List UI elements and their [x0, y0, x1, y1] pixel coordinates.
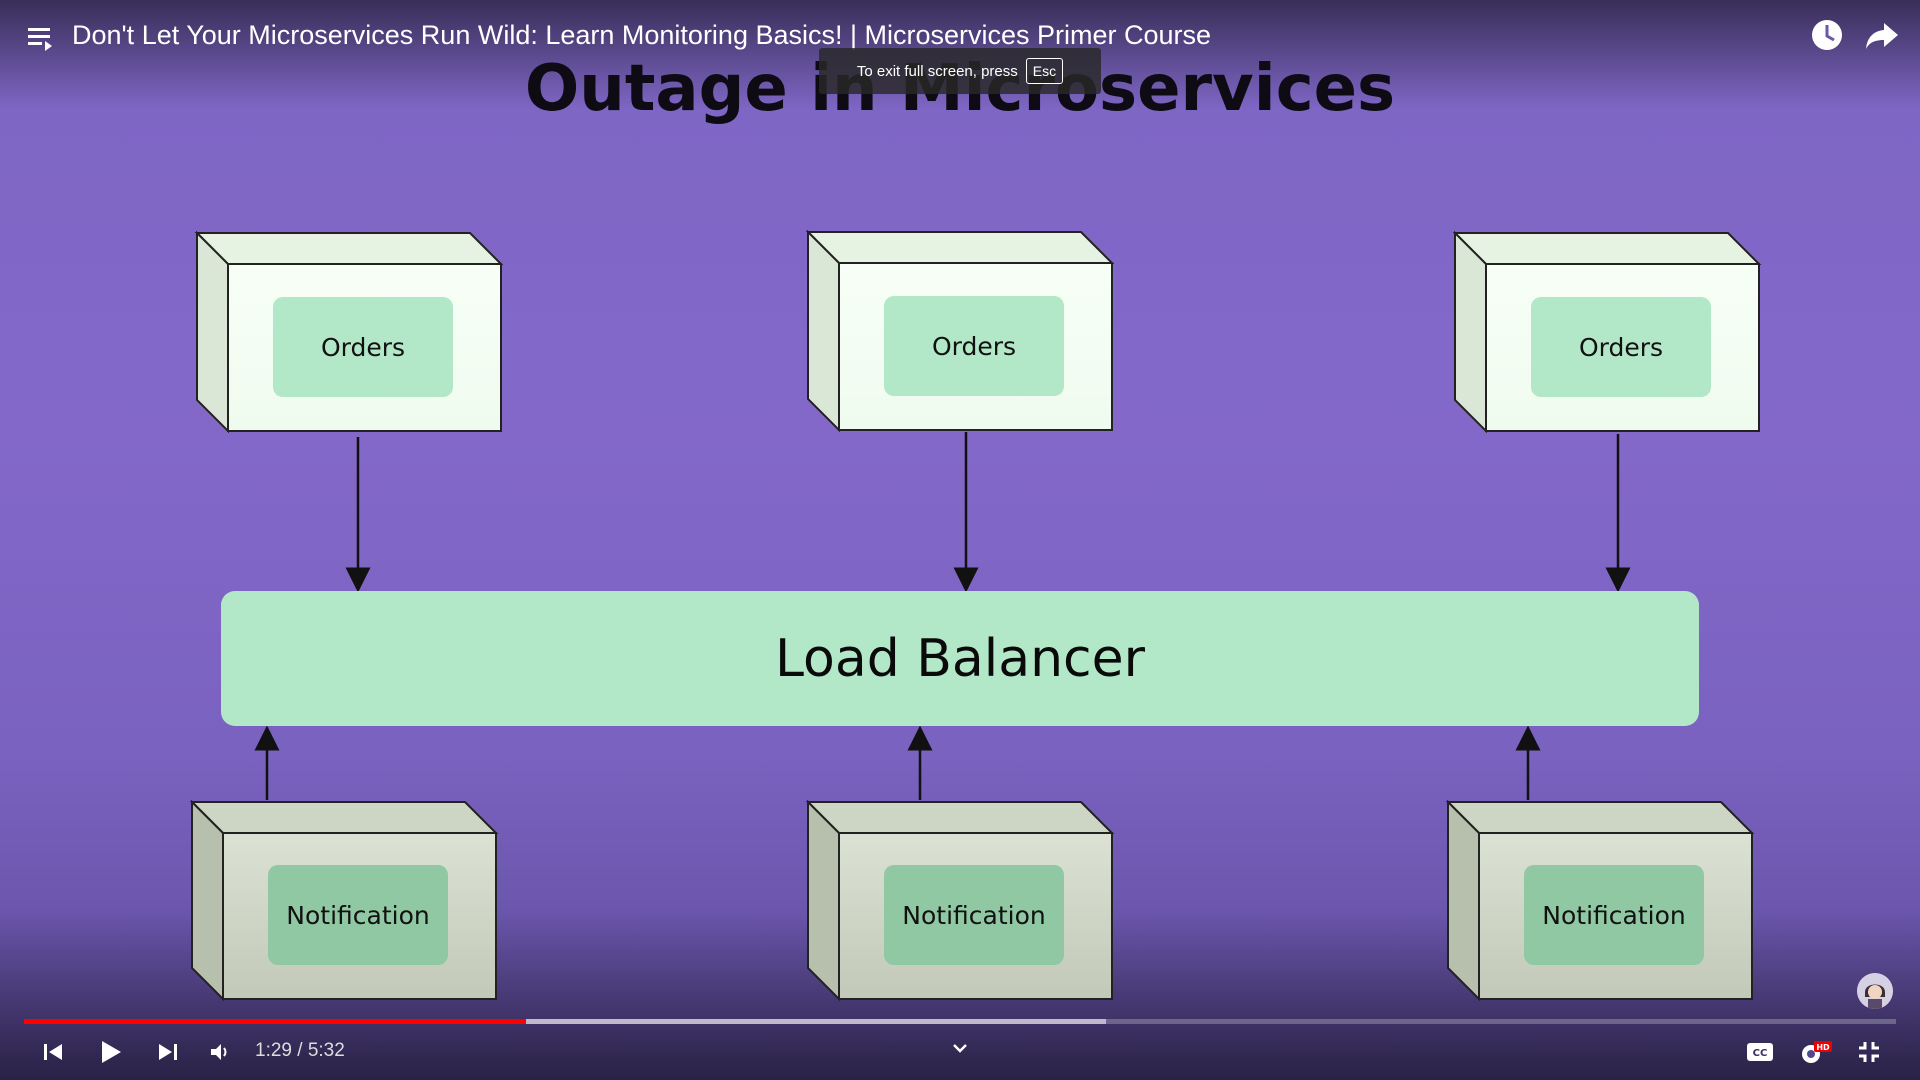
previous-icon[interactable]	[35, 1034, 71, 1070]
settings-icon[interactable]: HD	[1797, 1034, 1833, 1070]
duration: 5:32	[307, 1040, 345, 1061]
orders-label-2: Orders	[884, 296, 1064, 396]
progress-bar[interactable]	[24, 1019, 1896, 1024]
time-display: 1:29 / 5:32	[255, 1040, 345, 1062]
time-separator: /	[297, 1040, 303, 1061]
orders-box-3	[1452, 230, 1762, 434]
volume-icon[interactable]	[202, 1034, 238, 1070]
watch-later-icon[interactable]	[1807, 15, 1847, 55]
hd-badge: HD	[1816, 1043, 1830, 1052]
notification-label-1: Notification	[268, 865, 448, 965]
notification-label-2: Notification	[884, 865, 1064, 965]
channel-avatar[interactable]	[1857, 973, 1893, 1009]
video-title[interactable]: Don't Let Your Microservices Run Wild: L…	[72, 20, 1212, 50]
chevron-down-icon[interactable]	[942, 1030, 978, 1066]
load-balancer: Load Balancer	[221, 591, 1699, 726]
captions-icon[interactable]: CC	[1742, 1034, 1778, 1070]
notification-label-3: Notification	[1524, 865, 1704, 965]
orders-label-1: Orders	[273, 297, 453, 397]
current-time: 1:29	[255, 1040, 292, 1061]
esc-key-badge: Esc	[1025, 58, 1064, 84]
share-icon[interactable]	[1862, 15, 1902, 55]
fullscreen-hint-text: To exit full screen, press	[856, 62, 1018, 80]
svg-text:CC: CC	[1753, 1048, 1768, 1059]
progress-buffered	[24, 1019, 1107, 1024]
orders-label-3: Orders	[1531, 297, 1711, 397]
fullscreen-exit-hint: To exit full screen, press Esc	[819, 48, 1101, 94]
exit-fullscreen-icon[interactable]	[1851, 1034, 1887, 1070]
next-icon[interactable]	[150, 1034, 186, 1070]
progress-played	[24, 1019, 526, 1024]
playlist-icon[interactable]	[20, 18, 60, 58]
play-icon[interactable]	[92, 1034, 128, 1070]
